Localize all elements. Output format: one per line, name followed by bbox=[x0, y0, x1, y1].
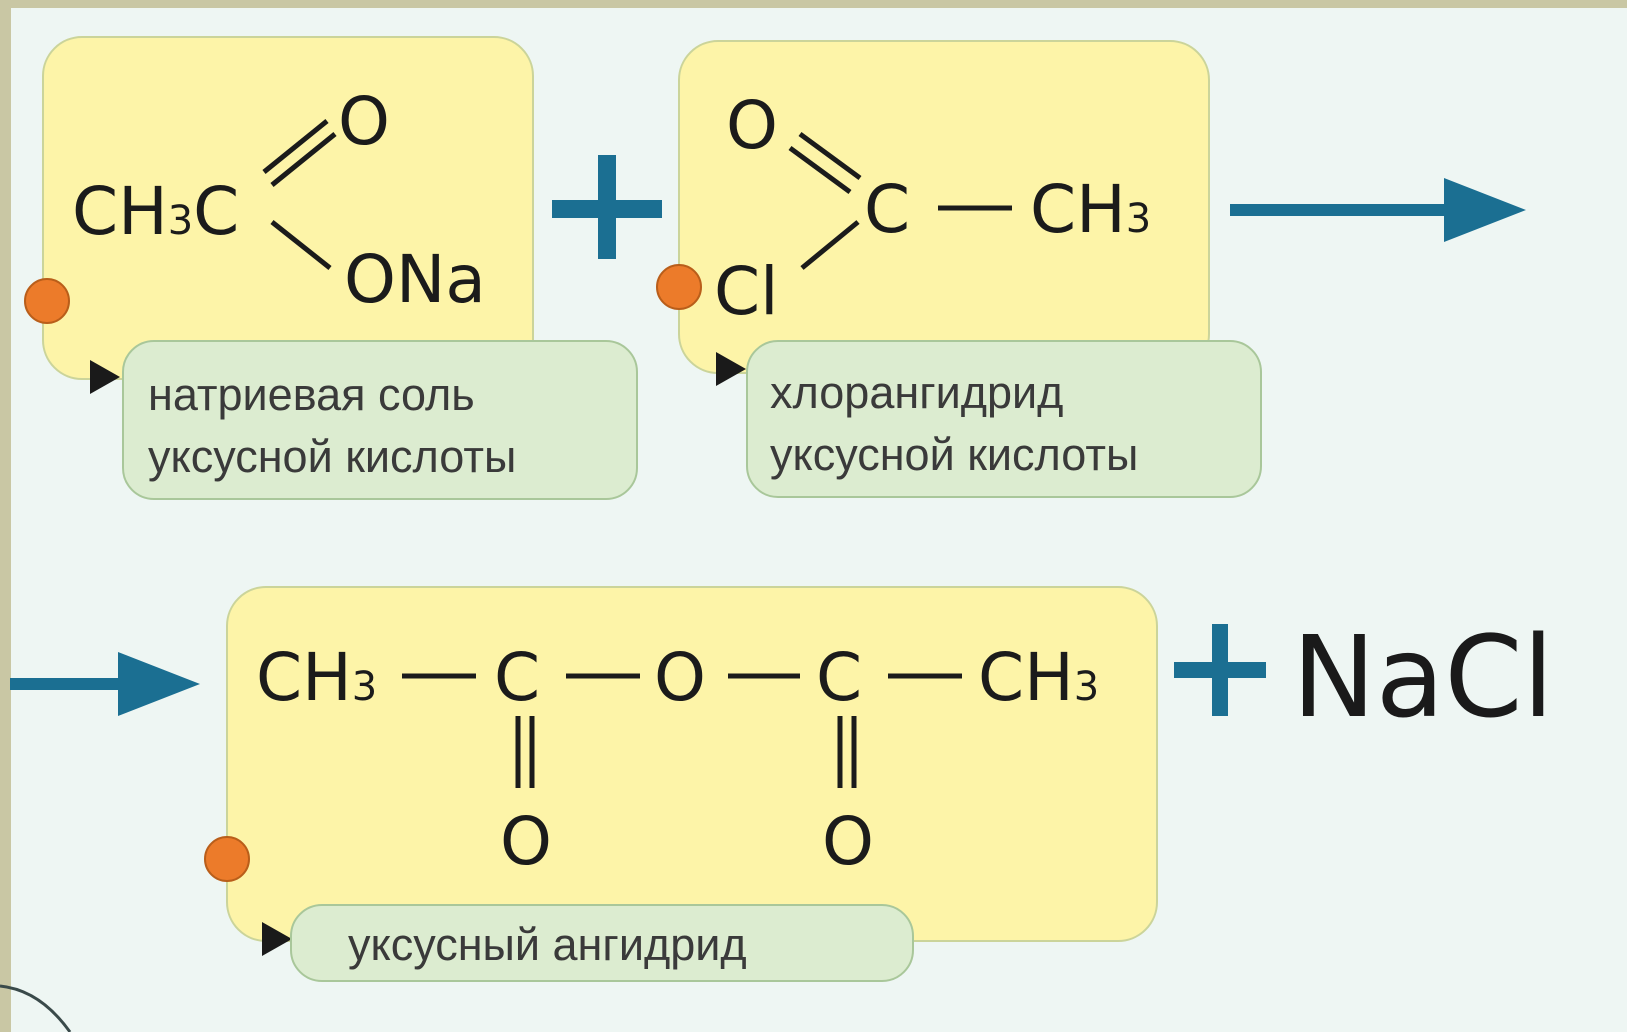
orange-dot-icon bbox=[204, 836, 250, 882]
byproduct-nacl: NaCl bbox=[1292, 613, 1554, 743]
reactant-2-label-line-2: уксусной кислоты bbox=[770, 429, 1139, 480]
svg-text:O: O bbox=[654, 639, 706, 716]
decorative-arc bbox=[0, 984, 72, 1032]
orange-dot-icon bbox=[24, 278, 70, 324]
product-formula: CH3 C O C CH3 O O bbox=[256, 639, 1099, 880]
reactant-1-label: натриевая соль уксусной кислоты bbox=[122, 340, 638, 500]
svg-text:O: O bbox=[822, 803, 874, 880]
svg-text:C: C bbox=[816, 639, 862, 716]
svg-text:CH3: CH3 bbox=[978, 639, 1099, 716]
orange-dot-icon bbox=[656, 264, 702, 310]
reactant-2-label-line-1: хлорангидрид bbox=[770, 367, 1064, 418]
product-card bbox=[226, 586, 1158, 942]
plus-icon bbox=[552, 155, 662, 259]
reactant-1-label-line-2: уксусной кислоты bbox=[148, 431, 517, 482]
reactant-1-label-line-1: натриевая соль bbox=[148, 369, 475, 420]
reactant-2-label: хлорангидрид уксусной кислоты bbox=[746, 340, 1262, 498]
svg-text:O: O bbox=[338, 83, 390, 160]
reactant-2-formula: O C CH3 Cl bbox=[714, 87, 1151, 330]
pointer-triangle-icon bbox=[262, 922, 292, 956]
pointer-triangle-icon bbox=[716, 352, 746, 386]
svg-text:CH3C: CH3C bbox=[72, 173, 239, 250]
svg-text:ONa: ONa bbox=[344, 241, 486, 318]
product-label-text: уксусный ангидрид bbox=[348, 919, 747, 970]
svg-text:CH3: CH3 bbox=[256, 639, 377, 716]
reactant-1-card bbox=[42, 36, 534, 380]
product-label: уксусный ангидрид bbox=[290, 904, 914, 982]
svg-text:O: O bbox=[500, 803, 552, 880]
plus-icon bbox=[1174, 624, 1266, 716]
reaction-arrow-continuation-icon bbox=[10, 652, 200, 716]
svg-text:C: C bbox=[494, 639, 540, 716]
pointer-triangle-icon bbox=[90, 360, 120, 394]
reaction-arrow-icon bbox=[1230, 178, 1526, 242]
svg-text:C: C bbox=[864, 171, 910, 248]
svg-text:CH3: CH3 bbox=[1030, 171, 1151, 248]
svg-text:O: O bbox=[726, 87, 778, 164]
reactant-1-formula: CH3C O ONa bbox=[72, 83, 486, 318]
svg-text:Cl: Cl bbox=[714, 253, 778, 330]
